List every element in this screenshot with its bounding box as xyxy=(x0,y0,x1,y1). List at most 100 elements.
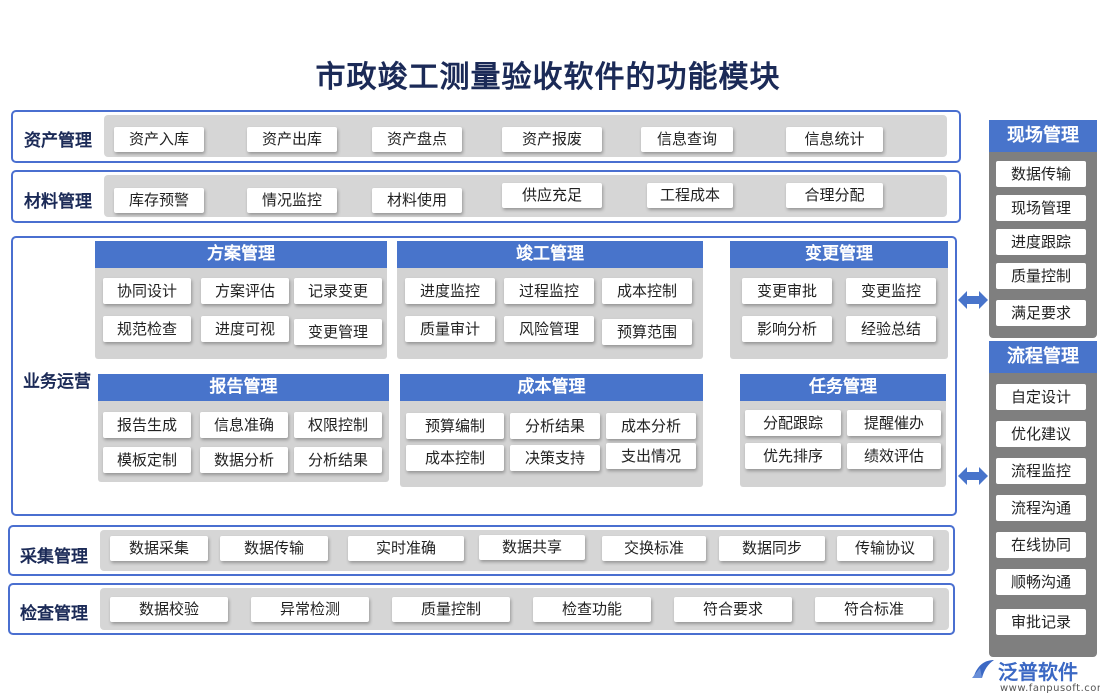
side-title-process: 流程管理 xyxy=(989,341,1097,373)
chip-permission-control[interactable]: 权限控制 xyxy=(294,412,382,438)
chip-change-approval[interactable]: 变更审批 xyxy=(742,278,832,304)
chip-online-collaboration[interactable]: 在线协同 xyxy=(996,532,1086,558)
side-process-management: 流程管理 自定设计 优化建议 流程监控 流程沟通 在线协同 顺畅沟通 审批记录 xyxy=(989,341,1097,657)
collection-management-row: 采集管理 数据采集 数据传输 实时准确 数据共享 交换标准 数据同步 传输协议 xyxy=(8,525,955,576)
chip-plan-eval[interactable]: 方案评估 xyxy=(201,278,289,304)
chip-data-sync[interactable]: 数据同步 xyxy=(719,536,825,561)
chip-meets-standards[interactable]: 符合标准 xyxy=(815,597,933,622)
chip-progress-tracking[interactable]: 进度跟踪 xyxy=(996,229,1086,255)
logo-name: 泛普软件 xyxy=(998,660,1078,684)
chip-process-monitor[interactable]: 过程监控 xyxy=(504,278,594,304)
chip-change-monitor[interactable]: 变更监控 xyxy=(846,278,936,304)
card-change-management: 变更管理 变更审批 变更监控 影响分析 经验总结 xyxy=(730,241,948,359)
card-title-change: 变更管理 xyxy=(730,241,948,268)
chip-collab-design[interactable]: 协同设计 xyxy=(103,278,191,304)
side-site-management: 现场管理 数据传输 现场管理 进度跟踪 质量控制 满足要求 xyxy=(989,120,1097,338)
chip-record-change[interactable]: 记录变更 xyxy=(294,278,382,304)
row-label-asset: 资产管理 xyxy=(24,131,92,151)
chip-optimization[interactable]: 优化建议 xyxy=(996,421,1086,447)
chip-asset-scrap[interactable]: 资产报废 xyxy=(502,127,602,152)
chip-cost-control[interactable]: 成本控制 xyxy=(602,278,692,304)
chip-asset-count[interactable]: 资产盘点 xyxy=(372,127,462,152)
card-completion-management: 竣工管理 进度监控 过程监控 成本控制 质量审计 风险管理 预算范围 xyxy=(397,241,703,359)
chip-inspection-function[interactable]: 检查功能 xyxy=(533,597,651,622)
chip-asset-out[interactable]: 资产出库 xyxy=(247,127,337,152)
chip-decision-support[interactable]: 决策支持 xyxy=(510,445,600,471)
card-report-management: 报告管理 报告生成 信息准确 权限控制 模板定制 数据分析 分析结果 xyxy=(98,374,389,482)
chip-info-stats[interactable]: 信息统计 xyxy=(786,127,883,152)
card-title-plan: 方案管理 xyxy=(95,241,387,268)
row-label-collect: 采集管理 xyxy=(20,547,88,567)
chip-asset-in[interactable]: 资产入库 xyxy=(114,127,204,152)
chip-site-data-transfer[interactable]: 数据传输 xyxy=(996,161,1086,187)
logo-url: www.fanpusoft.com xyxy=(1000,683,1100,694)
double-arrow-icon xyxy=(958,467,988,485)
chip-progress-visual[interactable]: 进度可视 xyxy=(201,316,289,342)
chip-experience-summary[interactable]: 经验总结 xyxy=(846,316,936,342)
chip-reasonable-allocation[interactable]: 合理分配 xyxy=(786,183,883,208)
chip-data-sharing[interactable]: 数据共享 xyxy=(479,535,585,560)
chip-progress-monitor[interactable]: 进度监控 xyxy=(405,278,495,304)
logo-mark-icon xyxy=(972,660,994,678)
chip-cost-analysis[interactable]: 成本分析 xyxy=(606,413,696,439)
card-title-report: 报告管理 xyxy=(98,374,389,401)
side-title-site: 现场管理 xyxy=(989,120,1097,152)
chip-analysis-result-2[interactable]: 分析结果 xyxy=(510,413,600,439)
chip-quality-control[interactable]: 质量控制 xyxy=(392,597,510,622)
chip-status-monitor[interactable]: 情况监控 xyxy=(247,188,337,213)
chip-analysis-result[interactable]: 分析结果 xyxy=(294,447,382,473)
chip-transfer-protocol[interactable]: 传输协议 xyxy=(837,536,933,561)
chip-template-custom[interactable]: 模板定制 xyxy=(103,447,191,473)
chip-process-communication[interactable]: 流程沟通 xyxy=(996,495,1086,521)
chip-info-query[interactable]: 信息查询 xyxy=(641,127,733,152)
chip-meet-requirements[interactable]: 满足要求 xyxy=(996,300,1086,326)
card-plan-management: 方案管理 协同设计 方案评估 记录变更 规范检查 进度可视 变更管理 xyxy=(95,241,387,359)
chip-smooth-communication[interactable]: 顺畅沟通 xyxy=(996,569,1086,595)
chip-report-generate[interactable]: 报告生成 xyxy=(103,412,191,438)
chip-reminder[interactable]: 提醒催办 xyxy=(847,410,941,436)
chip-assign-track[interactable]: 分配跟踪 xyxy=(745,410,841,436)
chip-site-quality-control[interactable]: 质量控制 xyxy=(996,263,1086,289)
chip-risk-management[interactable]: 风险管理 xyxy=(504,316,594,342)
double-arrow-icon xyxy=(958,291,988,309)
chip-impact-analysis[interactable]: 影响分析 xyxy=(742,316,832,342)
chip-data-transfer[interactable]: 数据传输 xyxy=(220,536,328,561)
chip-approval-records[interactable]: 审批记录 xyxy=(996,609,1086,635)
chip-data-analysis[interactable]: 数据分析 xyxy=(200,447,288,473)
chip-performance-eval[interactable]: 绩效评估 xyxy=(847,443,941,469)
chip-budget-range[interactable]: 预算范围 xyxy=(602,319,692,345)
company-logo: 泛普软件 www.fanpusoft.com xyxy=(970,656,1100,700)
chip-realtime-accurate[interactable]: 实时准确 xyxy=(348,536,464,561)
chip-spec-check[interactable]: 规范检查 xyxy=(103,316,191,342)
chip-supply-ample[interactable]: 供应充足 xyxy=(502,183,602,208)
chip-data-validation[interactable]: 数据校验 xyxy=(110,597,228,622)
card-title-cost: 成本管理 xyxy=(400,374,703,401)
chip-budget-prep[interactable]: 预算编制 xyxy=(406,413,504,439)
page-title: 市政竣工测量验收软件的功能模块 xyxy=(315,60,781,95)
chip-priority-sort[interactable]: 优先排序 xyxy=(745,443,841,469)
chip-material-use[interactable]: 材料使用 xyxy=(372,188,462,213)
chip-expense-status[interactable]: 支出情况 xyxy=(606,443,696,469)
card-title-completion: 竣工管理 xyxy=(397,241,703,268)
card-cost-management: 成本管理 预算编制 分析结果 成本分析 成本控制 决策支持 支出情况 xyxy=(400,374,703,487)
card-title-task: 任务管理 xyxy=(740,374,946,401)
chip-cost-control-2[interactable]: 成本控制 xyxy=(406,445,504,471)
collect-items-panel: 数据采集 数据传输 实时准确 数据共享 交换标准 数据同步 传输协议 xyxy=(100,530,949,571)
chip-project-cost[interactable]: 工程成本 xyxy=(647,183,733,208)
business-operations-section: 业务运营 方案管理 协同设计 方案评估 记录变更 规范检查 进度可视 变更管理 … xyxy=(11,236,957,516)
chip-info-accurate[interactable]: 信息准确 xyxy=(200,412,288,438)
asset-items-panel: 资产入库 资产出库 资产盘点 资产报废 信息查询 信息统计 xyxy=(104,115,947,157)
chip-stock-warning[interactable]: 库存预警 xyxy=(114,188,204,213)
card-task-management: 任务管理 分配跟踪 提醒催办 优先排序 绩效评估 xyxy=(740,374,946,487)
chip-change-management[interactable]: 变更管理 xyxy=(294,319,382,345)
chip-site-management[interactable]: 现场管理 xyxy=(996,195,1086,221)
chip-data-collection[interactable]: 数据采集 xyxy=(110,536,208,561)
row-label-business: 业务运营 xyxy=(23,372,91,392)
chip-process-monitor[interactable]: 流程监控 xyxy=(996,458,1086,484)
chip-exchange-standard[interactable]: 交换标准 xyxy=(602,536,706,561)
chip-meets-requirements[interactable]: 符合要求 xyxy=(674,597,792,622)
chip-anomaly-detection[interactable]: 异常检测 xyxy=(251,597,369,622)
chip-custom-design[interactable]: 自定设计 xyxy=(996,384,1086,410)
chip-quality-audit[interactable]: 质量审计 xyxy=(405,316,495,342)
row-label-material: 材料管理 xyxy=(24,192,92,212)
